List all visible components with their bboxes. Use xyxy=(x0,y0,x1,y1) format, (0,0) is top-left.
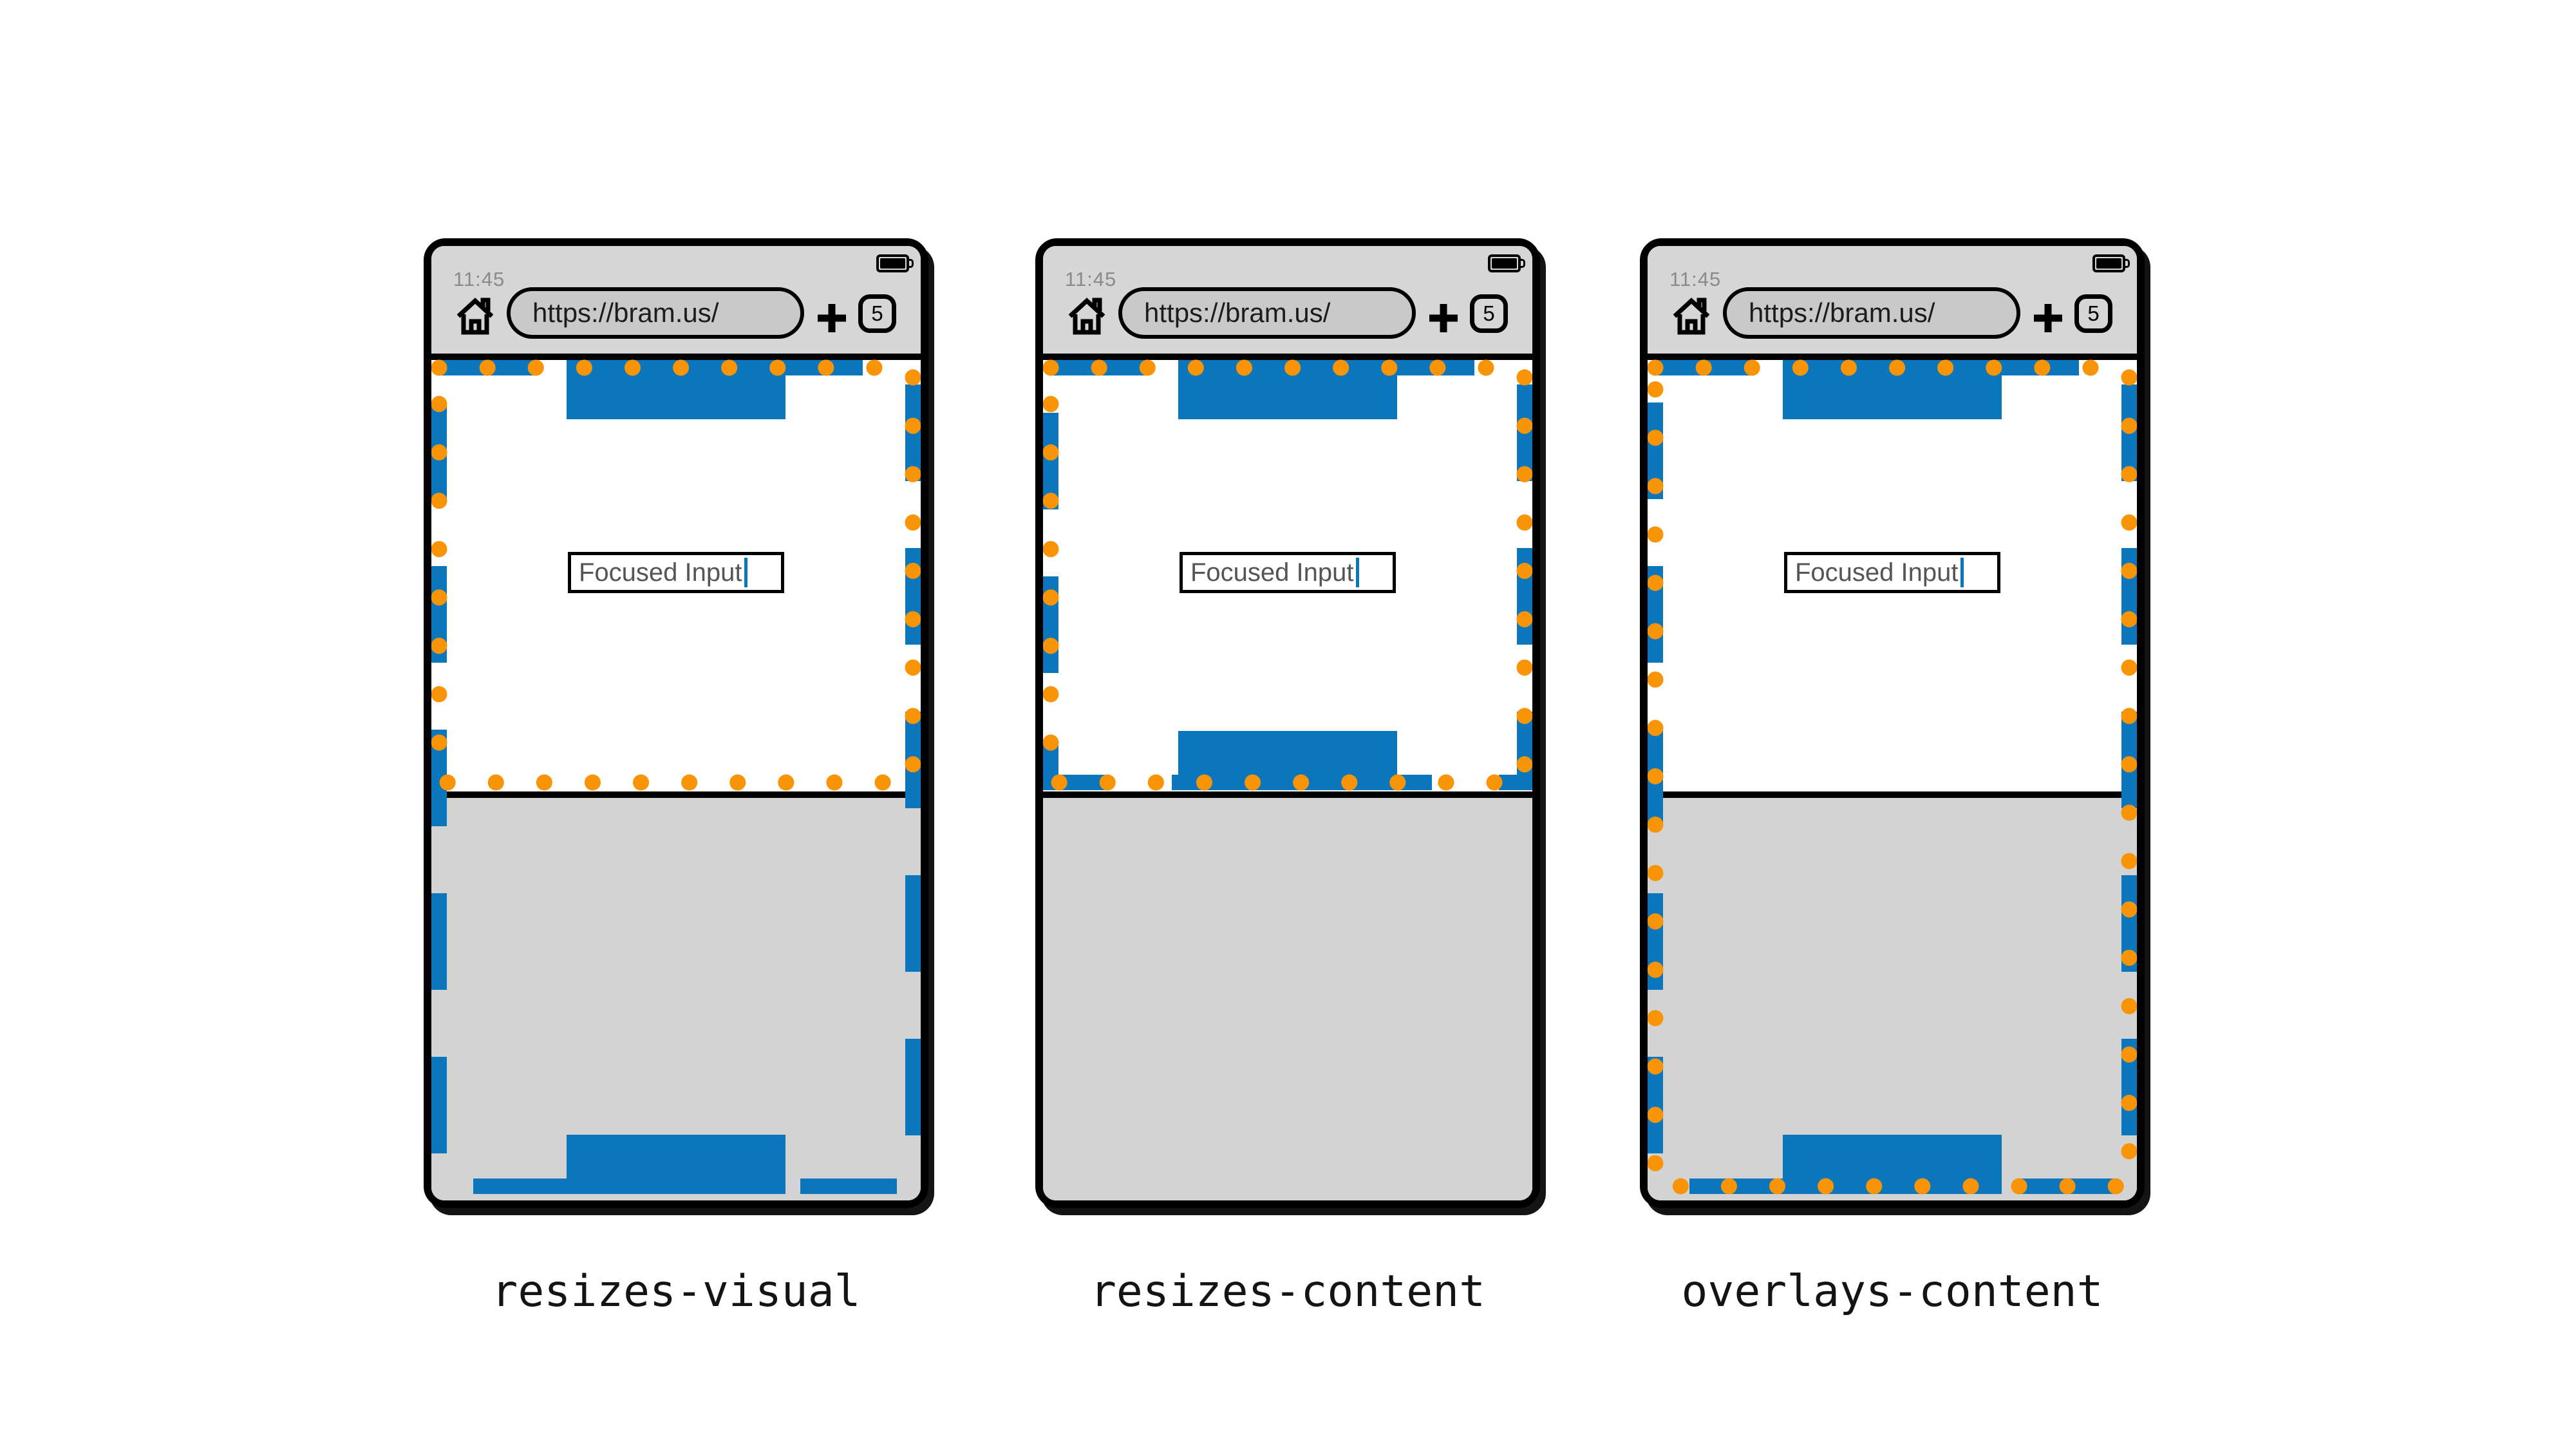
focused-input[interactable]: Focused Input xyxy=(1180,552,1396,593)
chrome-separator xyxy=(1648,354,2137,360)
tab-count: 5 xyxy=(2087,301,2100,325)
new-tab-button[interactable] xyxy=(1427,301,1460,335)
home-icon xyxy=(456,298,494,335)
virtual-keyboard xyxy=(1648,798,2137,1200)
phone-screen: 11:45 https://bram.us/ xyxy=(431,246,921,1200)
focused-input[interactable]: Focused Input xyxy=(1784,552,2000,593)
url-bar[interactable]: https://bram.us/ xyxy=(1118,287,1416,339)
keyboard-top-line xyxy=(1648,791,2137,798)
home-icon xyxy=(1068,298,1105,335)
home-button[interactable] xyxy=(1671,292,1712,335)
browser-chrome: 11:45 https://bram.us/ xyxy=(431,246,921,354)
home-icon xyxy=(1673,298,1710,335)
battery-body xyxy=(2092,254,2125,272)
phone-frame-resizes-visual: 11:45 https://bram.us/ xyxy=(424,238,928,1208)
input-text: Focused Input xyxy=(1190,558,1354,587)
tab-counter-button[interactable]: 5 xyxy=(2074,294,2112,333)
new-tab-button[interactable] xyxy=(815,301,849,335)
status-time: 11:45 xyxy=(1065,268,1117,290)
new-tab-button[interactable] xyxy=(2031,301,2065,335)
url-bar[interactable]: https://bram.us/ xyxy=(507,287,804,339)
chrome-separator xyxy=(431,354,921,360)
keyboard-top-line xyxy=(1043,791,1532,798)
plus-icon xyxy=(2034,304,2062,332)
plus-icon xyxy=(1429,304,1458,332)
input-text: Focused Input xyxy=(1795,558,1959,587)
tab-counter-button[interactable]: 5 xyxy=(1470,294,1508,333)
browser-chrome: 11:45 https://bram.us/ xyxy=(1043,246,1532,354)
virtual-keyboard xyxy=(431,798,921,1200)
virtual-keyboard xyxy=(1043,798,1532,1200)
battery-icon xyxy=(876,254,914,272)
url-text: https://bram.us/ xyxy=(1749,298,1935,328)
battery-nub xyxy=(2125,259,2130,268)
tab-counter-button[interactable]: 5 xyxy=(858,294,896,333)
status-time: 11:45 xyxy=(453,268,505,290)
battery-body xyxy=(876,254,909,272)
phone-label: overlays-content xyxy=(1681,1266,2103,1317)
status-time: 11:45 xyxy=(1669,268,1722,290)
input-text: Focused Input xyxy=(579,558,742,587)
tab-count: 5 xyxy=(1483,301,1495,325)
chrome-separator xyxy=(1043,354,1532,360)
text-caret xyxy=(1960,558,1964,587)
phone-frame-resizes-content: 11:45 https://bram.us/ xyxy=(1035,238,1540,1208)
url-bar[interactable]: https://bram.us/ xyxy=(1723,287,2020,339)
keyboard-top-line xyxy=(431,791,921,798)
text-caret xyxy=(1355,558,1359,587)
home-button[interactable] xyxy=(455,292,496,335)
url-text: https://bram.us/ xyxy=(532,298,719,328)
phone-screen: 11:45 https://bram.us/ xyxy=(1043,246,1532,1200)
phone-frame-overlays-content: 11:45 https://bram.us/ xyxy=(1640,238,2145,1208)
home-button[interactable] xyxy=(1066,292,1107,335)
battery-icon xyxy=(1488,254,1525,272)
phone-label: resizes-content xyxy=(1089,1266,1486,1317)
battery-body xyxy=(1488,254,1521,272)
text-caret xyxy=(744,558,747,587)
phone-label: resizes-visual xyxy=(491,1266,861,1317)
phone-screen: 11:45 https://bram.us/ xyxy=(1648,246,2137,1200)
battery-nub xyxy=(1521,259,1525,268)
tab-count: 5 xyxy=(871,301,883,325)
focused-input[interactable]: Focused Input xyxy=(568,552,784,593)
battery-icon xyxy=(2092,254,2130,272)
battery-nub xyxy=(909,259,914,268)
plus-icon xyxy=(818,304,846,332)
url-text: https://bram.us/ xyxy=(1144,298,1331,328)
browser-chrome: 11:45 https://bram.us/ xyxy=(1648,246,2137,354)
